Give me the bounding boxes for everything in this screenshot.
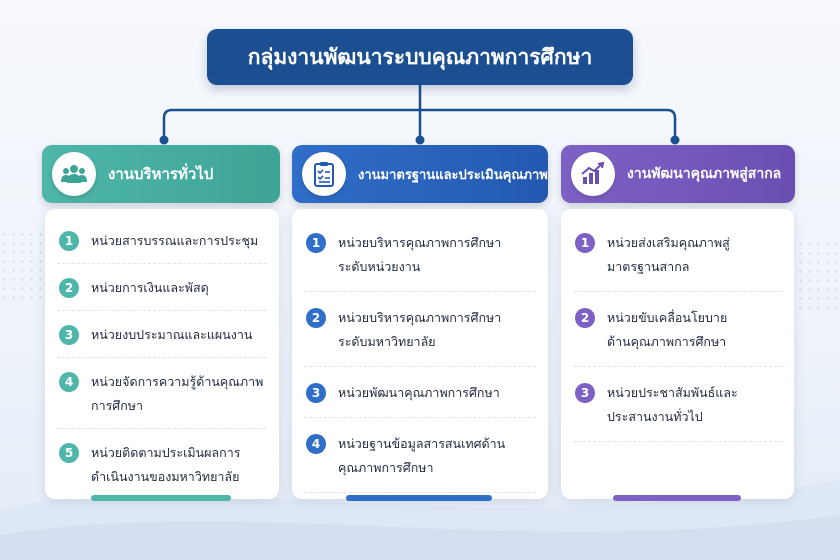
unit-list-card-standards: 1 หน่วยบริหารคุณภาพการศึกษาระดับหน่วยงาน…: [292, 209, 548, 501]
card-accent-bar: [91, 495, 231, 501]
column-heading-label: งานพัฒนาคุณภาพสู่สากล: [627, 166, 782, 182]
item-text: หน่วยบริหารคุณภาพการศึกษาระดับหน่วยงาน: [338, 235, 502, 274]
people-group-icon: [52, 152, 96, 196]
unit-list-card-general-admin: 1 หน่วยสารบรรณและการประชุม 2 หน่วยการเงิ…: [45, 209, 279, 501]
item-text: หน่วยบริหารคุณภาพการศึกษาระดับมหาวิทยาลั…: [338, 310, 502, 349]
item-text: หน่วยประชาสัมพันธ์และประสานงานทั่วไป: [607, 385, 738, 424]
item-text: หน่วยพัฒนาคุณภาพการศึกษา: [338, 385, 500, 400]
item-text: หน่วยส่งเสริมคุณภาพสู่มาตรฐานสากล: [607, 235, 730, 274]
item-number-badge: 2: [575, 308, 595, 328]
item-text: หน่วยการเงินและพัสดุ: [91, 280, 209, 295]
item-number-badge: 5: [59, 443, 79, 463]
column-heading-label: งานบริหารทั่วไป: [108, 165, 214, 183]
column-heading-general-admin: งานบริหารทั่วไป: [42, 145, 280, 203]
list-item: 3 หน่วยประชาสัมพันธ์และประสานงานทั่วไป: [573, 367, 782, 442]
checklist-clipboard-icon: [302, 152, 346, 196]
item-text: หน่วยสารบรรณและการประชุม: [91, 233, 259, 248]
column-heading-standards: งานมาตรฐานและประเมินคุณภาพ: [292, 145, 548, 203]
item-text: หน่วยจัดการความรู้ด้านคุณภาพการศึกษา: [91, 374, 264, 413]
item-number-badge: 3: [59, 325, 79, 345]
list-item: 3 หน่วยพัฒนาคุณภาพการศึกษา: [304, 367, 536, 418]
item-text: หน่วยขับเคลื่อนโยบายด้านคุณภาพการศึกษา: [607, 310, 728, 349]
item-text: หน่วยงบประมาณและแผนงาน: [91, 327, 253, 342]
item-number-badge: 2: [59, 278, 79, 298]
column-heading-label: งานมาตรฐานและประเมินคุณภาพ: [358, 167, 548, 183]
list-item: 2 หน่วยบริหารคุณภาพการศึกษาระดับมหาวิทยา…: [304, 292, 536, 367]
list-item: 2 หน่วยการเงินและพัสดุ: [57, 264, 267, 311]
org-connector-lines: [159, 85, 680, 145]
item-number-badge: 3: [575, 383, 595, 403]
list-item: 1 หน่วยส่งเสริมคุณภาพสู่มาตรฐานสากล: [573, 217, 782, 292]
item-number-badge: 2: [306, 308, 326, 328]
list-item: 3 หน่วยงบประมาณและแผนงาน: [57, 311, 267, 358]
list-item: 4 หน่วยฐานข้อมูลสารสนเทศด้านคุณภาพการศึก…: [304, 418, 536, 493]
list-item: 4 หน่วยจัดการความรู้ด้านคุณภาพการศึกษา: [57, 358, 267, 429]
card-accent-bar: [613, 495, 741, 501]
item-number-badge: 4: [306, 434, 326, 454]
list-item: 2 หน่วยขับเคลื่อนโยบายด้านคุณภาพการศึกษา: [573, 292, 782, 367]
list-item: 5 หน่วยติดตามประเมินผลการดำเนินงานของมหา…: [57, 429, 267, 500]
list-item: 1 หน่วยสารบรรณและการประชุม: [57, 217, 267, 264]
list-item: 1 หน่วยบริหารคุณภาพการศึกษาระดับหน่วยงาน: [304, 217, 536, 292]
item-text: หน่วยฐานข้อมูลสารสนเทศด้านคุณภาพการศึกษา: [338, 436, 506, 475]
growth-chart-icon: [571, 152, 615, 196]
item-number-badge: 3: [306, 383, 326, 403]
item-number-badge: 1: [306, 233, 326, 253]
item-number-badge: 1: [59, 231, 79, 251]
item-text: หน่วยติดตามประเมินผลการดำเนินงานของมหาวิ…: [91, 445, 241, 484]
item-number-badge: 4: [59, 372, 79, 392]
column-heading-international: งานพัฒนาคุณภาพสู่สากล: [561, 145, 795, 203]
unit-list-card-international: 1 หน่วยส่งเสริมคุณภาพสู่มาตรฐานสากล 2 หน…: [561, 209, 794, 501]
org-title: กลุ่มงานพัฒนาระบบคุณภาพการศึกษา: [207, 29, 633, 85]
card-accent-bar: [346, 495, 492, 501]
item-number-badge: 1: [575, 233, 595, 253]
